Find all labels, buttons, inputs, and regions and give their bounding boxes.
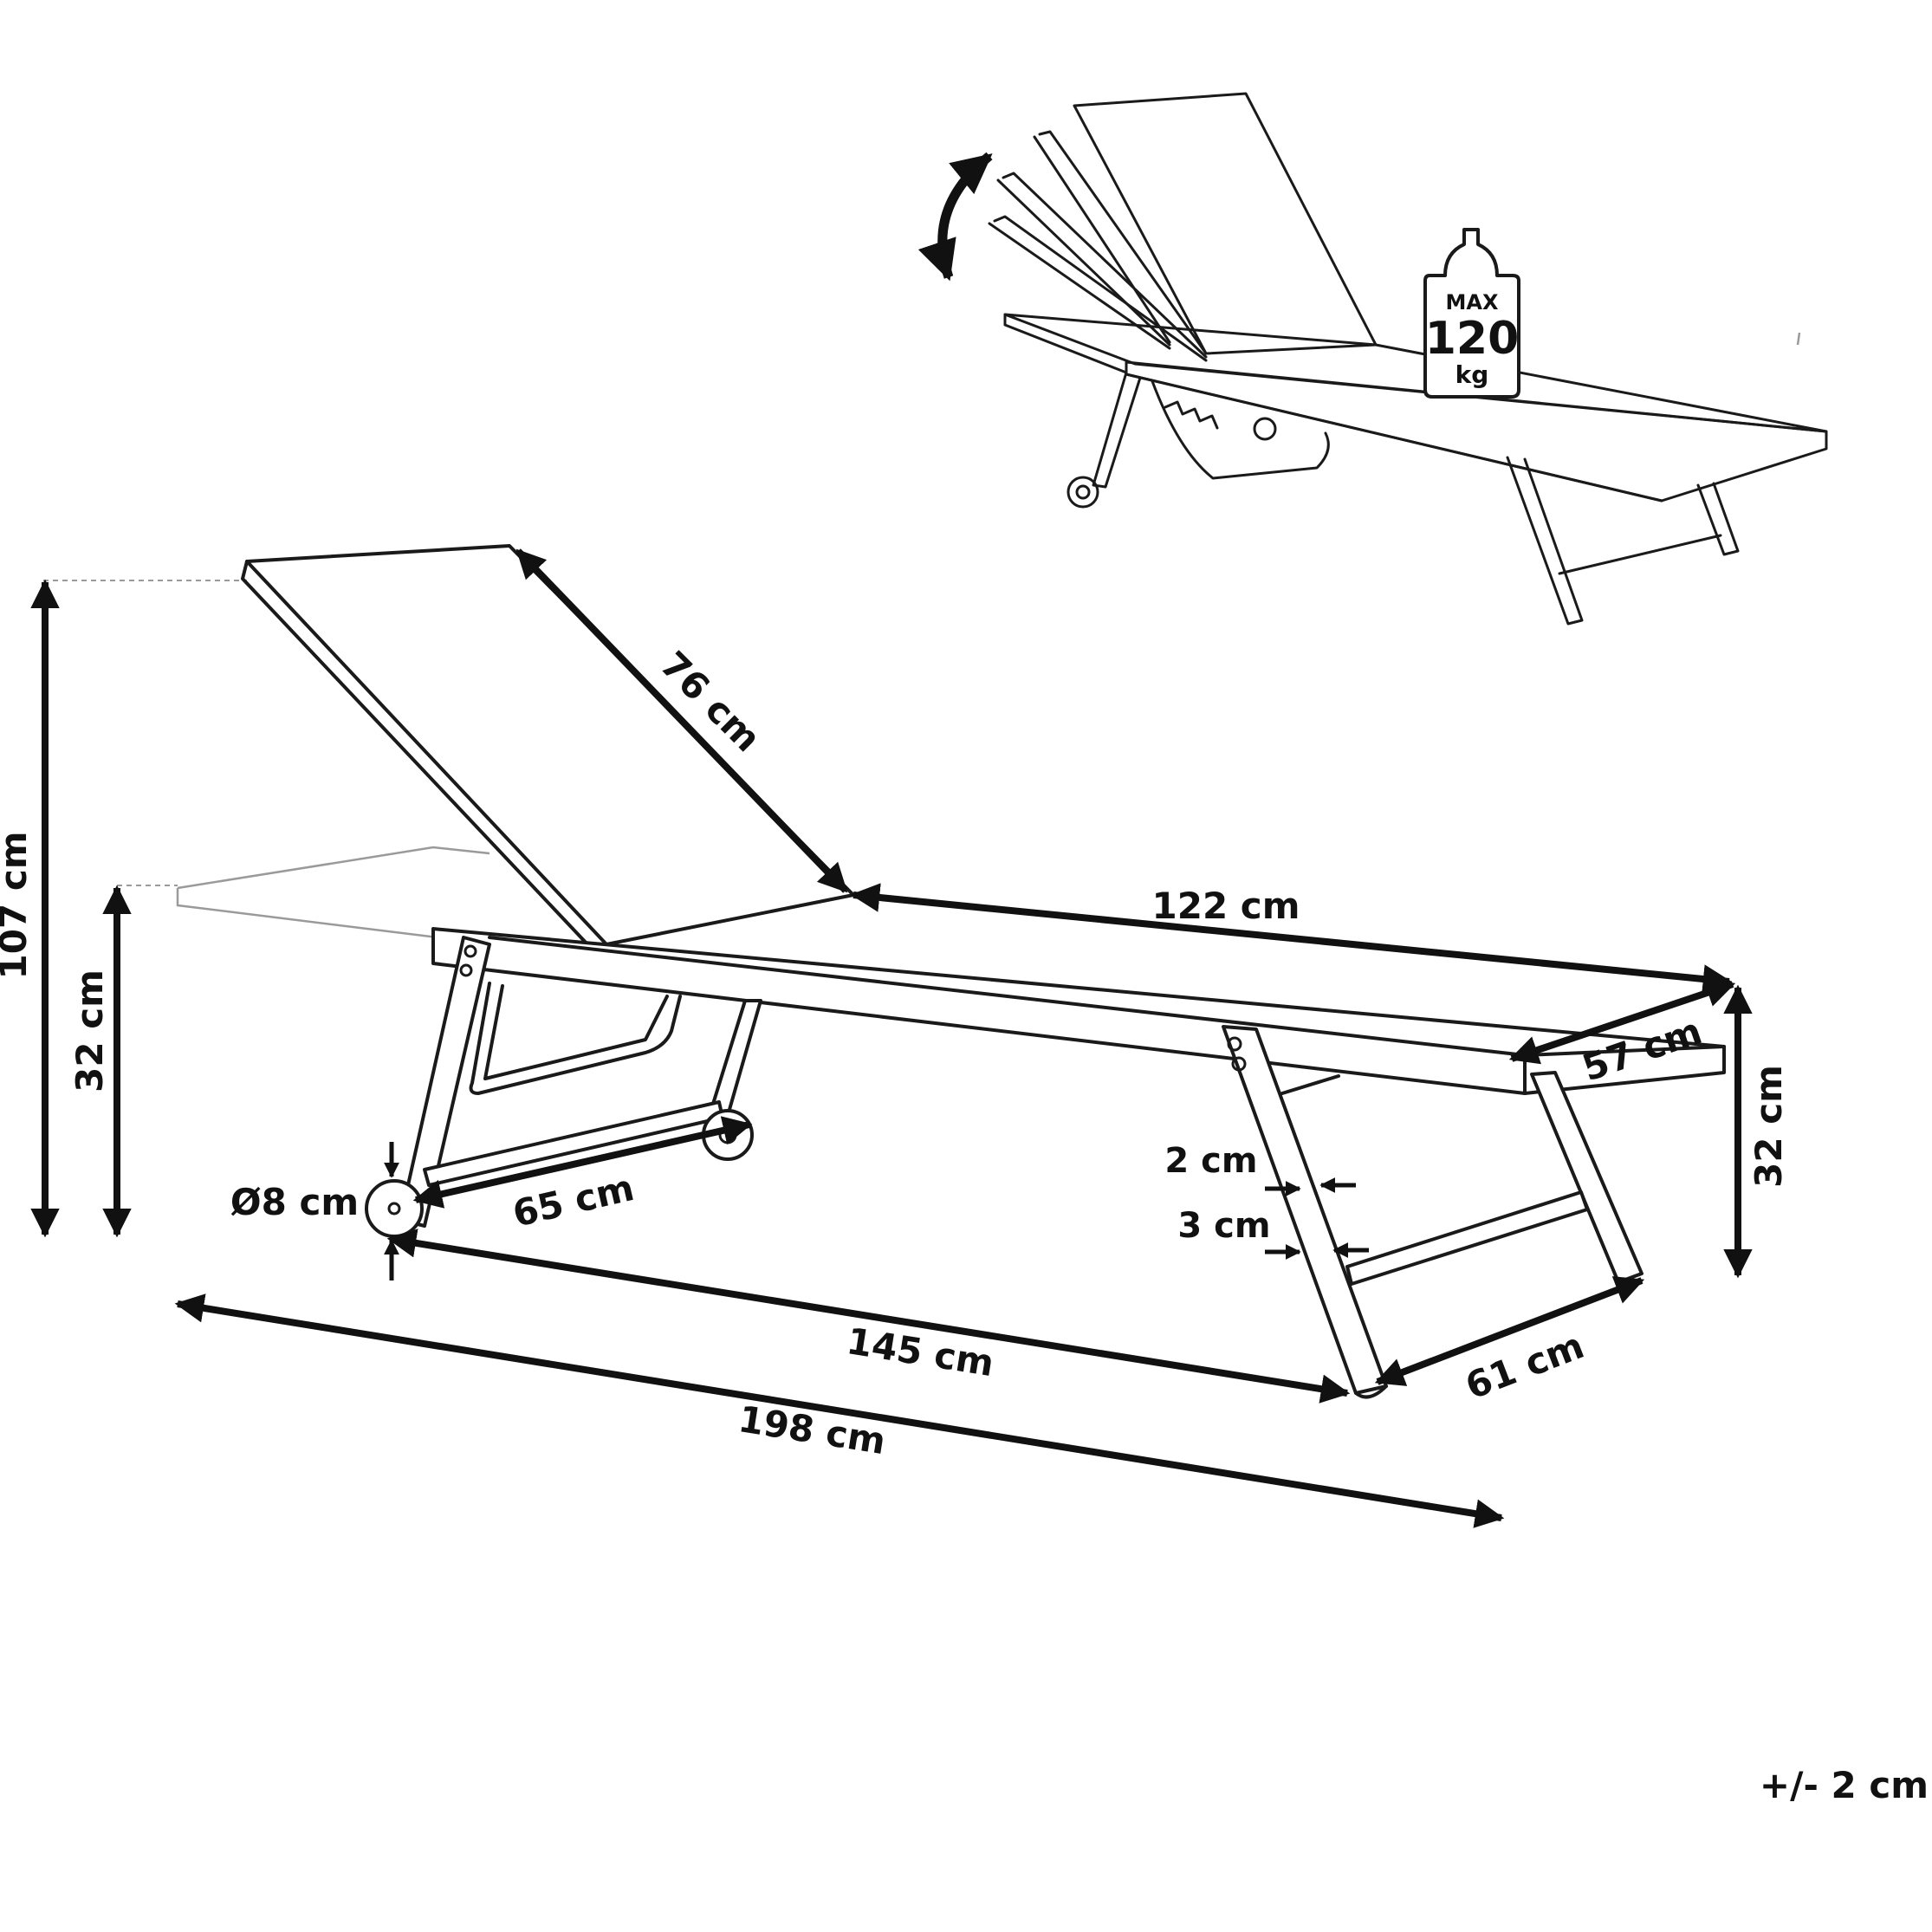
- label-seat-length: 122 cm: [1152, 885, 1300, 927]
- label-leg-base-width: 61 cm: [1460, 1324, 1590, 1408]
- curved-double-arrow-icon: [917, 152, 993, 282]
- label-seat-height-right: 32 cm: [1747, 1065, 1790, 1188]
- weight-unit: kg: [1455, 360, 1489, 389]
- weight-value: 120: [1425, 313, 1520, 365]
- label-leg-base-length: 145 cm: [844, 1319, 997, 1384]
- weight-icon: MAX 120 kg: [1423, 228, 1520, 399]
- label-seat-height-left: 32 cm: [68, 969, 111, 1092]
- perspective-view: [988, 92, 1828, 626]
- label-backrest-length: 76 cm: [652, 643, 769, 760]
- lounger-drawing: [43, 544, 1726, 1399]
- dimension-labels: 76 cm 122 cm 107 cm 32 cm 57 cm 32 cm 65…: [0, 643, 1929, 1806]
- dimension-lines: [30, 548, 1753, 1528]
- label-frame-width-a: 2 cm: [1164, 1141, 1257, 1181]
- label-frame-width-b: 3 cm: [1177, 1206, 1270, 1246]
- weight-max-label: MAX: [1446, 290, 1499, 314]
- label-wheel-diameter: Ø8 cm: [230, 1181, 359, 1223]
- label-total-height: 107 cm: [0, 832, 35, 980]
- label-tolerance: +/- 2 cm: [1760, 1764, 1929, 1806]
